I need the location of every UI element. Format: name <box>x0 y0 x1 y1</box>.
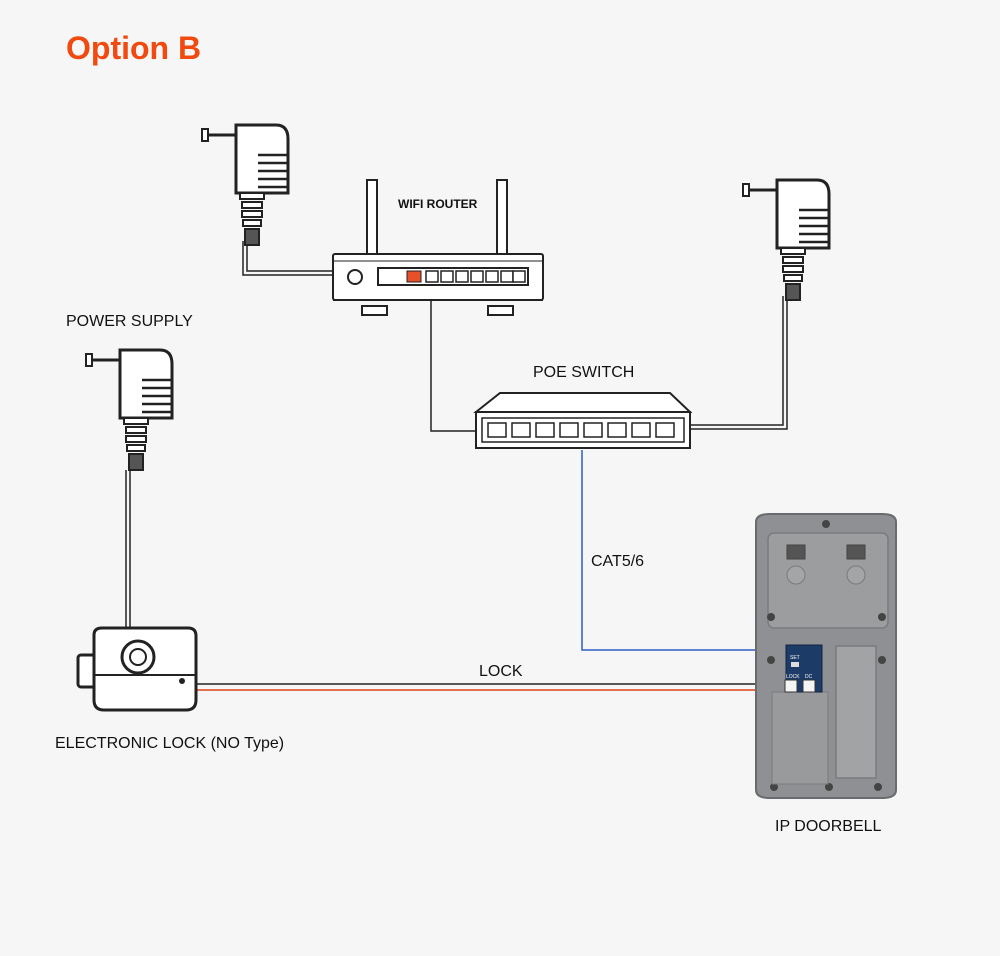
router-to-switch-cable <box>430 277 476 432</box>
electronic-lock-label: ELECTRONIC LOCK (NO Type) <box>55 735 285 752</box>
board-set-label: SET <box>790 655 800 661</box>
board-lock-label: LOCK <box>786 674 800 680</box>
wifi-router-label: WIFI ROUTER <box>398 197 478 211</box>
wifi-router-icon <box>332 179 544 316</box>
power-adapter-icon <box>200 123 290 247</box>
router-power-cable <box>242 241 350 276</box>
electronic-lock-icon <box>76 626 198 712</box>
page-title: Option B <box>66 30 202 66</box>
poe-switch-icon <box>473 392 693 449</box>
power-adapter-icon <box>84 348 174 472</box>
power-adapter-icon <box>741 178 831 302</box>
poe-switch-label: POE SWITCH <box>533 364 635 381</box>
cable-type-label: CAT5/6 <box>591 553 645 570</box>
switch-power-cable <box>690 296 784 426</box>
power-supply-label: POWER SUPPLY <box>66 313 193 330</box>
ip-doorbell-label: IP DOORBELL <box>775 818 882 835</box>
lock-wire-label: LOCK <box>479 663 523 680</box>
ip-doorbell-icon: SET LOCK DC <box>755 513 897 799</box>
board-dc-label: DC <box>805 674 813 680</box>
